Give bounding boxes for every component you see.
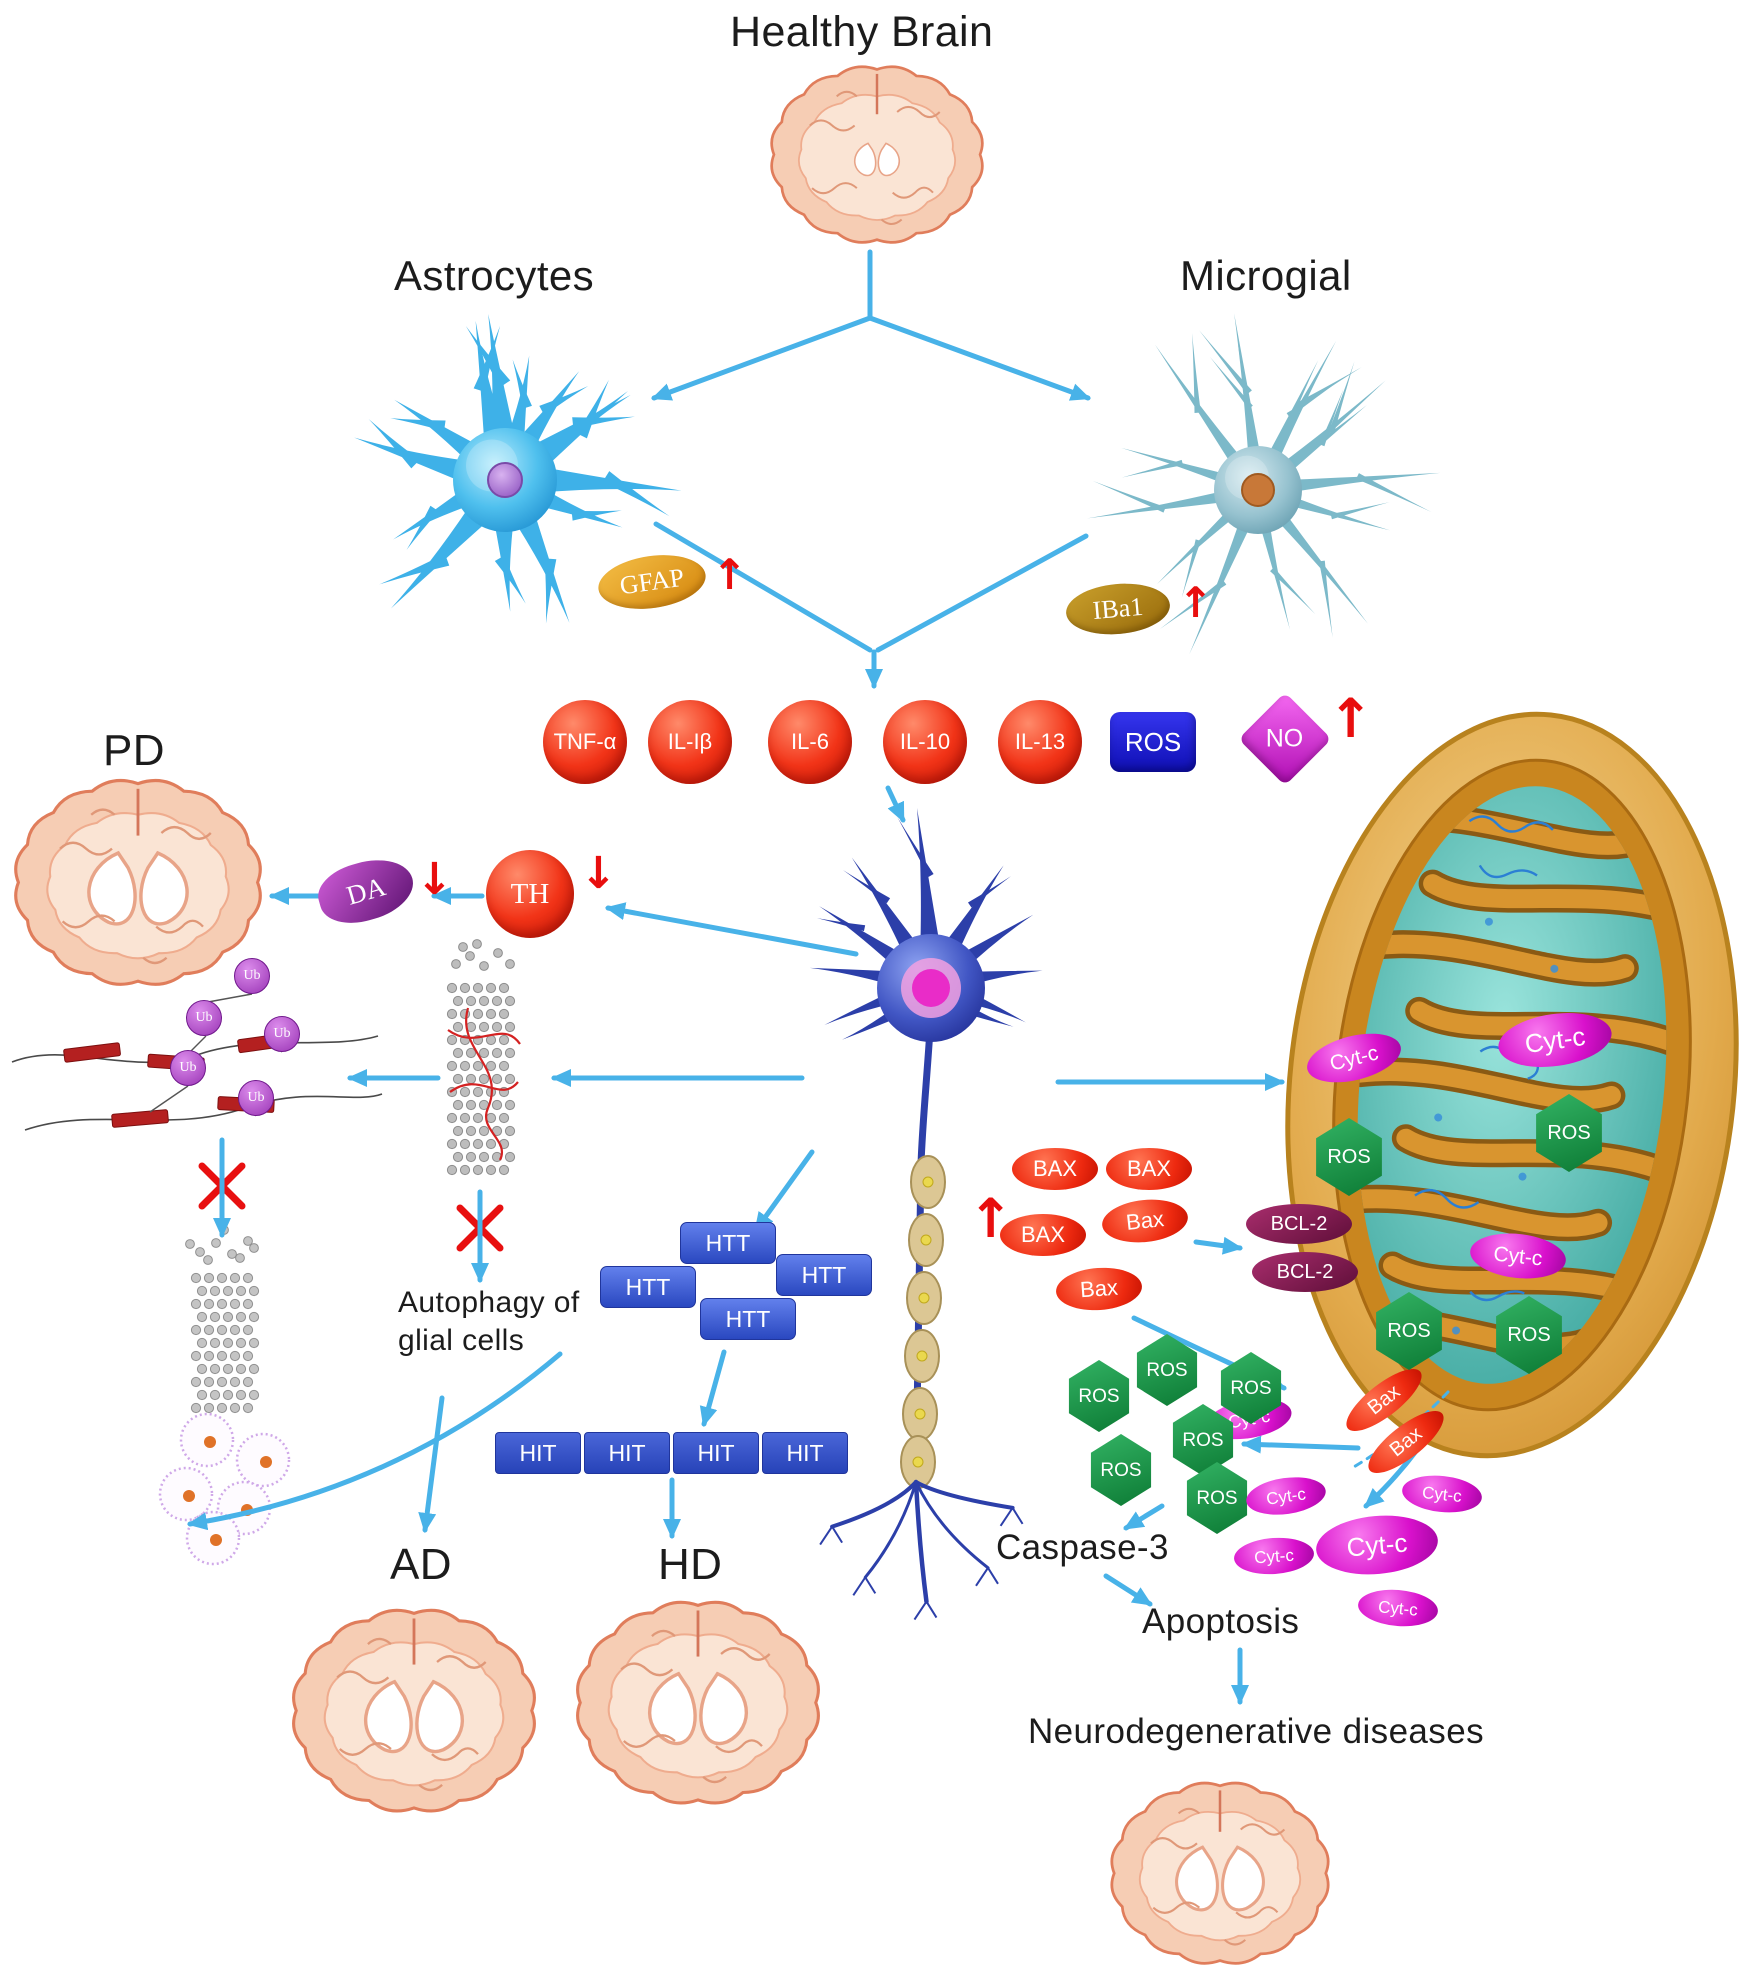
microglia-cell bbox=[1087, 313, 1441, 655]
flow-arrows bbox=[187, 249, 1450, 1705]
caspase-label: Caspase-3 bbox=[996, 1528, 1169, 1567]
cytokine-il-6: IL-6 bbox=[768, 700, 852, 784]
arrow-to-ad bbox=[418, 1395, 445, 1533]
autophagy-line2: glial cells bbox=[398, 1323, 525, 1357]
brain-ad bbox=[292, 1608, 536, 1813]
bax-badge: BAX bbox=[1012, 1148, 1098, 1190]
th-badge: TH bbox=[486, 850, 574, 938]
brain-degenerated bbox=[1110, 1781, 1330, 1965]
gfap-up-arrow: ↑ bbox=[712, 550, 748, 599]
cytokine-il-1b: IL-Iβ bbox=[648, 700, 732, 784]
brain-healthy bbox=[770, 65, 984, 244]
ub-linker bbox=[149, 1085, 189, 1113]
th-down-arrow: ↓ bbox=[580, 848, 617, 899]
arrow-htt-to-hit bbox=[699, 1349, 727, 1427]
hit-segment: HIT bbox=[762, 1432, 848, 1474]
bcl2-badge: BCL-2 bbox=[1252, 1252, 1358, 1292]
htt-badge: HTT bbox=[680, 1222, 776, 1264]
ub-linker bbox=[189, 1035, 207, 1053]
astrocyte-cell bbox=[354, 314, 682, 624]
iba1-up-arrow: ↑ bbox=[1178, 578, 1214, 627]
fibril-segment bbox=[63, 1042, 121, 1063]
no-label: NO bbox=[1266, 724, 1304, 753]
arrow-neuron-to-th bbox=[605, 902, 859, 957]
arrow-cytokines-to-neuron bbox=[885, 785, 906, 823]
apoptosis-label: Apoptosis bbox=[1142, 1602, 1300, 1641]
htt-badge: HTT bbox=[700, 1298, 796, 1340]
fibril-segment bbox=[111, 1109, 169, 1128]
ub-badge: Ub bbox=[170, 1050, 206, 1086]
arrow-mito-to-ros bbox=[1241, 1435, 1361, 1454]
ad-label: AD bbox=[390, 1540, 452, 1589]
cytokines-up-arrow: ↑ bbox=[1328, 687, 1374, 750]
microtubule-intact bbox=[446, 939, 521, 1176]
astrocytes-label: Astrocytes bbox=[394, 252, 595, 299]
illustrations bbox=[14, 65, 1739, 1965]
hd-label: HD bbox=[658, 1540, 723, 1589]
arrow-autophagy-curve bbox=[187, 1351, 563, 1531]
hit-segment: HIT bbox=[584, 1432, 670, 1474]
brain-pd bbox=[14, 778, 262, 986]
arrow-ros-to-caspase bbox=[1123, 1503, 1165, 1531]
autophagy-label: Autophagy of glial cells bbox=[398, 1284, 580, 1359]
outcome-label: Neurodegenerative diseases bbox=[1028, 1712, 1484, 1751]
arrow-neuron-to-htt bbox=[753, 1149, 815, 1233]
ros-square-badge: ROS bbox=[1110, 712, 1196, 772]
arrow-microglia-converge bbox=[875, 533, 1089, 653]
hit-segment: HIT bbox=[495, 1432, 581, 1474]
mitochondrion bbox=[1285, 711, 1739, 1459]
arrow-brain-to-microglia bbox=[867, 315, 1091, 401]
ub-badge: Ub bbox=[234, 958, 270, 994]
htt-badge: HTT bbox=[776, 1254, 872, 1296]
cytokine-il-10: IL-10 bbox=[883, 700, 967, 784]
da-down-arrow: ↓ bbox=[416, 854, 453, 905]
bax-up-arrow: ↑ bbox=[968, 1187, 1014, 1250]
bcl2-badge: BCL-2 bbox=[1246, 1204, 1352, 1244]
arrow-bax-to-bcl2 bbox=[1193, 1236, 1243, 1255]
microtubule-disassembled bbox=[185, 1225, 260, 1414]
ub-badge: Ub bbox=[264, 1016, 300, 1052]
htt-badge: HTT bbox=[600, 1266, 696, 1308]
cytokine-il-13: IL-13 bbox=[998, 700, 1082, 784]
ub-linker bbox=[207, 993, 253, 1003]
neuron-cell bbox=[809, 808, 1043, 1621]
pd-label: PD bbox=[103, 726, 165, 775]
bax-badge: BAX bbox=[1000, 1214, 1086, 1256]
arrow-brain-to-astrocytes bbox=[651, 315, 873, 401]
autophagy-line1: Autophagy of bbox=[398, 1286, 580, 1319]
figure-title: Healthy Brain bbox=[730, 8, 994, 56]
arrow-astrocyte-converge bbox=[653, 521, 873, 653]
ub-badge: Ub bbox=[186, 1000, 222, 1036]
brain-hd bbox=[576, 1600, 820, 1805]
arrow-caspase-to-apoptosis bbox=[1103, 1573, 1153, 1607]
ub-badge: Ub bbox=[238, 1080, 274, 1116]
cytokine-tnf-alpha: TNF-α bbox=[543, 700, 627, 784]
hit-segment: HIT bbox=[673, 1432, 759, 1474]
fibril-thread bbox=[24, 1093, 383, 1131]
microglia-label: Microgial bbox=[1180, 252, 1352, 299]
bax-badge: BAX bbox=[1106, 1148, 1192, 1190]
glial-cells-cluster bbox=[158, 1412, 291, 1566]
